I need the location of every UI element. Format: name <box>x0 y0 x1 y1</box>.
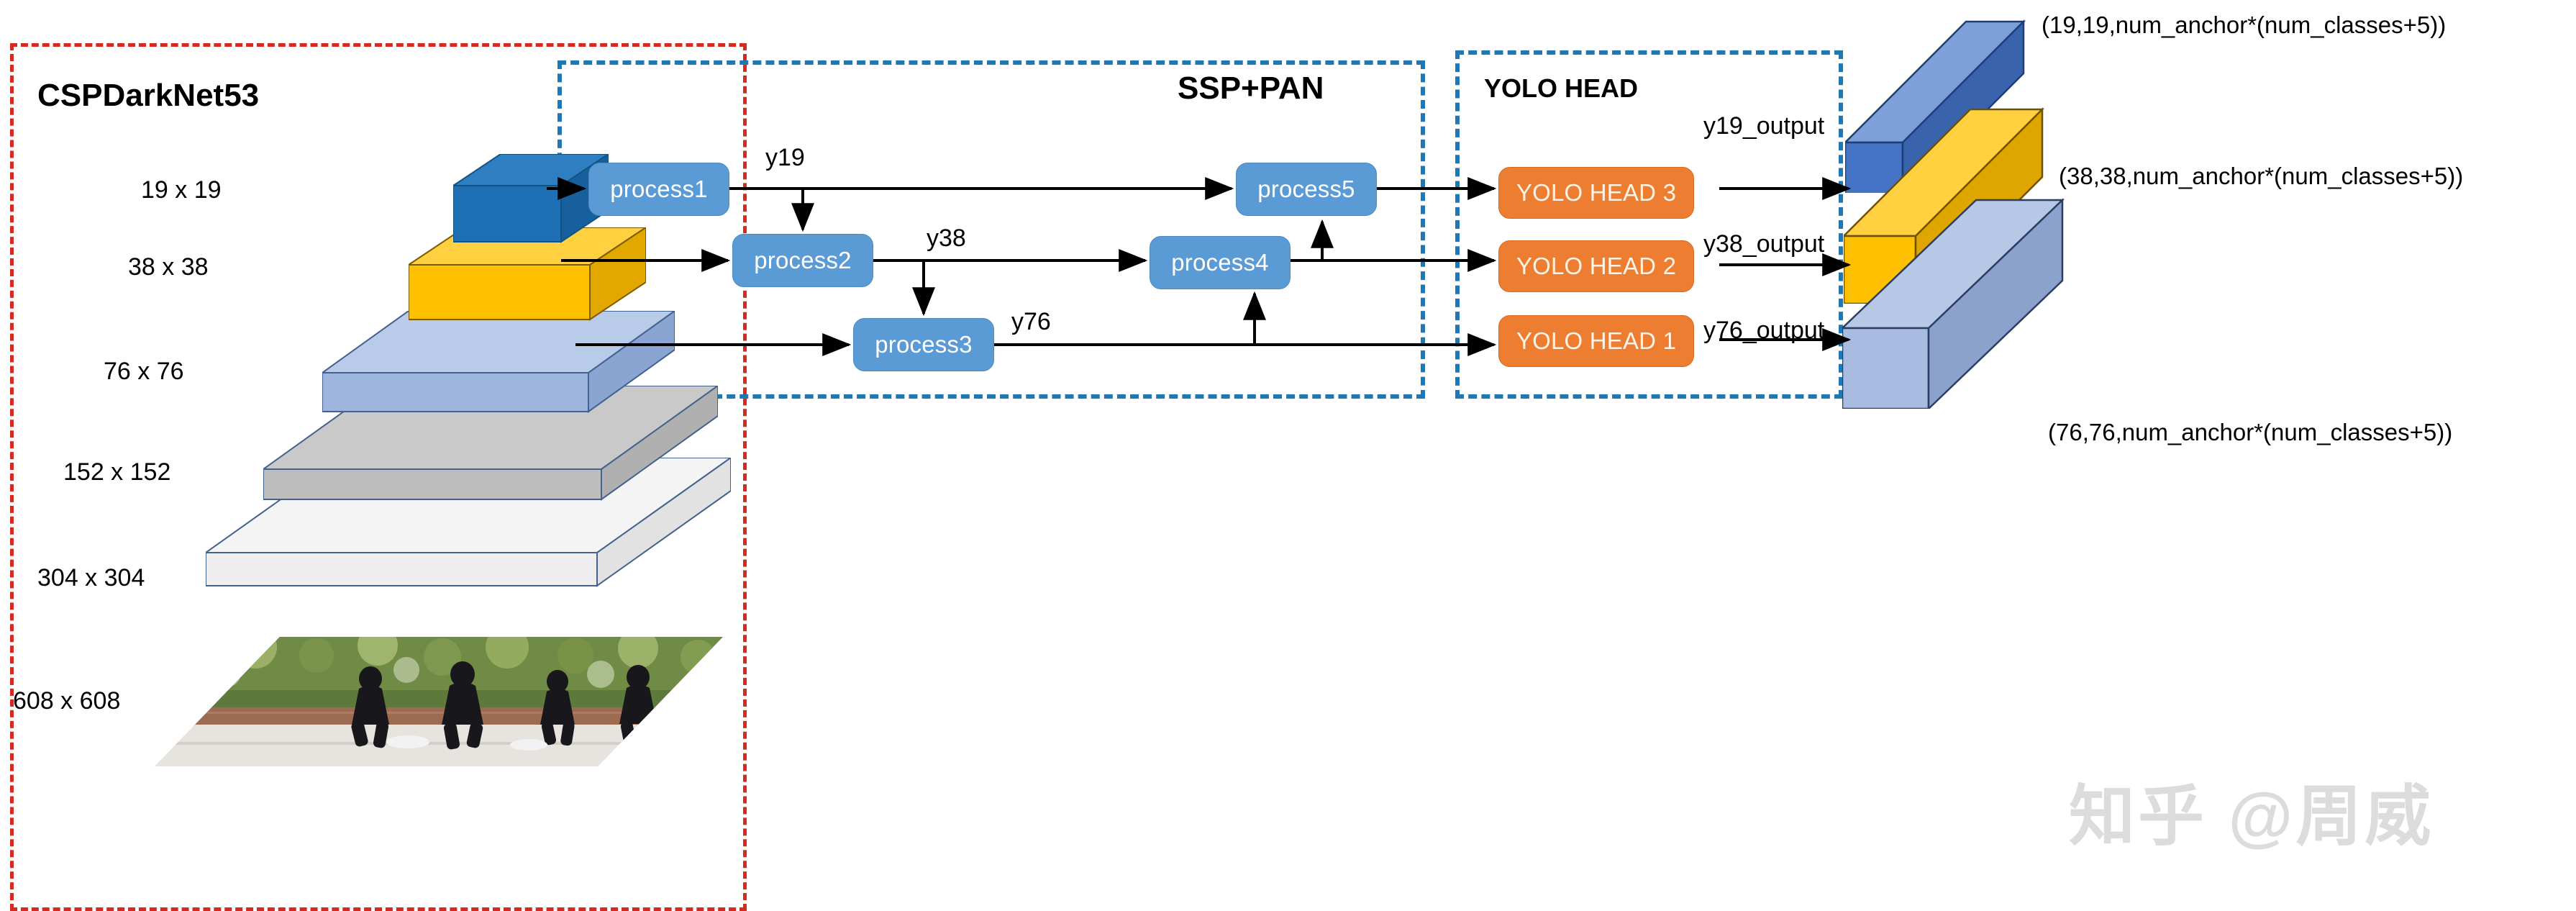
region-title-neck: SSP+PAN <box>1178 71 1324 106</box>
scale-label-19: 19 x 19 <box>141 176 222 204</box>
yolo-head-box-2-label: YOLO HEAD 2 <box>1516 253 1677 279</box>
scale-label-304: 304 x 304 <box>37 564 145 592</box>
output-shape-76: (76,76,num_anchor*(num_classes+5)) <box>2048 419 2453 445</box>
flow-label-y19: y19 <box>765 144 805 171</box>
process-box-2[interactable]: process2 <box>732 234 873 287</box>
output-shape-19: (19,19,num_anchor*(num_classes+5)) <box>2042 12 2447 38</box>
process-box-5[interactable]: process5 <box>1236 163 1377 216</box>
region-backbone <box>10 43 747 911</box>
output-label-y38: y38_output <box>1703 230 1825 258</box>
feature-slab-19 <box>450 153 611 259</box>
scale-label-152: 152 x 152 <box>63 458 171 486</box>
slab-38-svg <box>406 226 649 321</box>
process-box-4-label: process4 <box>1171 249 1269 276</box>
output-tensor-76-svg <box>1839 198 2065 411</box>
process-box-4[interactable]: process4 <box>1150 236 1291 289</box>
output-tensor-76 <box>1839 184 2105 411</box>
process-box-2-label: process2 <box>754 247 852 273</box>
flow-label-y76: y76 <box>1011 308 1051 335</box>
process-box-1-label: process1 <box>610 176 708 202</box>
output-label-y76: y76_output <box>1703 317 1825 344</box>
region-title-backbone: CSPDarkNet53 <box>37 78 260 113</box>
process-box-5-label: process5 <box>1257 176 1355 202</box>
feature-slab-38 <box>406 226 649 341</box>
output-label-y19: y19_output <box>1703 112 1825 140</box>
yolo-head-box-1[interactable]: YOLO HEAD 1 <box>1498 315 1694 367</box>
yolo-head-box-3-label: YOLO HEAD 3 <box>1516 179 1677 206</box>
slab-19-svg <box>450 153 611 243</box>
scale-label-608: 608 x 608 <box>13 687 121 715</box>
yolo-head-box-2[interactable]: YOLO HEAD 2 <box>1498 240 1694 292</box>
watermark: 知乎 @周威 <box>2069 780 2434 853</box>
process-box-3[interactable]: process3 <box>853 318 994 371</box>
region-title-head: YOLO HEAD <box>1484 73 1639 103</box>
process-box-1[interactable]: process1 <box>588 163 729 216</box>
output-shape-38: (38,38,num_anchor*(num_classes+5)) <box>2059 163 2464 189</box>
yolo-head-box-1-label: YOLO HEAD 1 <box>1516 327 1677 354</box>
yolo-head-box-3[interactable]: YOLO HEAD 3 <box>1498 167 1694 219</box>
process-box-3-label: process3 <box>875 331 973 358</box>
scale-label-38: 38 x 38 <box>128 253 209 281</box>
flow-label-y38: y38 <box>927 225 966 252</box>
scale-label-76: 76 x 76 <box>104 358 184 385</box>
region-head <box>1455 50 1843 399</box>
